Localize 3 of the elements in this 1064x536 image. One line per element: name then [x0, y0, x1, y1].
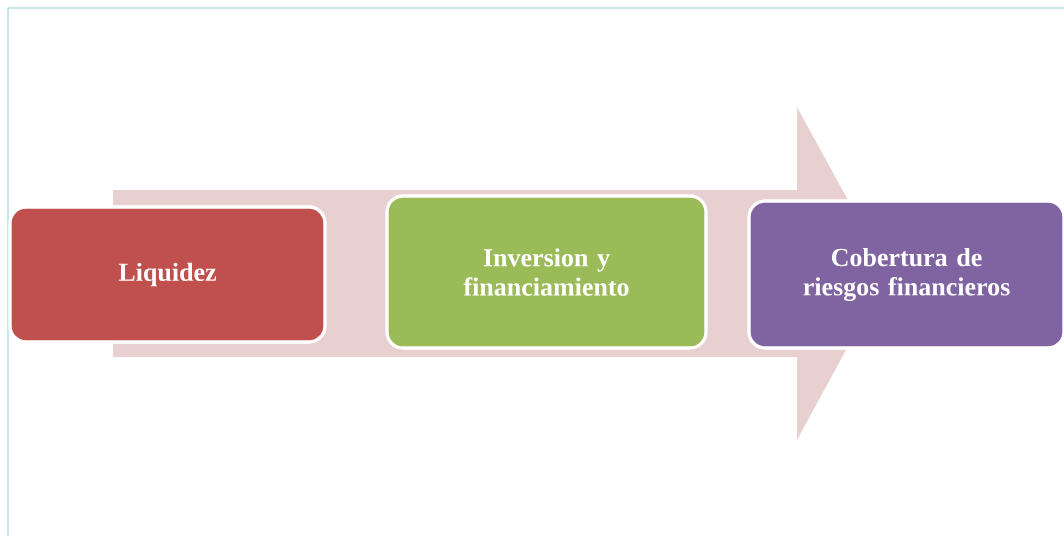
process-box: Inversion y financiamiento	[385, 194, 708, 350]
process-box: Cobertura de riesgos financieros	[747, 199, 1064, 350]
process-box: Liquidez	[8, 205, 327, 344]
